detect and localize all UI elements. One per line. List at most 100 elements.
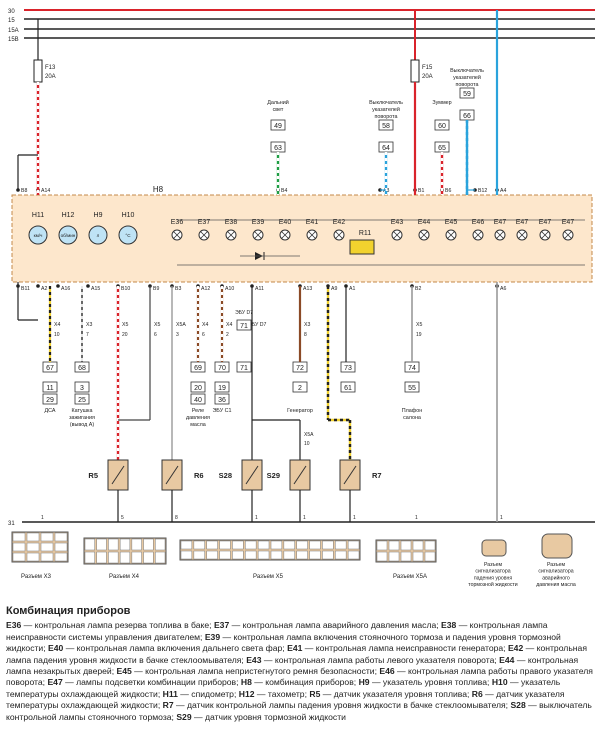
top-pin-B1: B1 [418, 188, 424, 194]
connector-x3-pin [40, 532, 54, 542]
bottom-pin-B10: B10 [121, 286, 130, 292]
sensor-label-R5: R5 [88, 471, 98, 480]
top-connector-label-1: Выключатель [369, 100, 403, 106]
lamp-id-E37: E37 [198, 219, 211, 226]
bottom-label-0: ДСА [44, 408, 55, 414]
connector-x3-pin [40, 542, 54, 552]
caption-key: H12 [238, 688, 255, 699]
caption-value: — тахометр; [254, 688, 310, 699]
lamp-cross [335, 231, 343, 239]
bottom-label-10: Плафон [402, 408, 422, 414]
bottom-box-text: 71 [240, 323, 248, 330]
bottom-pin-A1: A1 [349, 286, 355, 292]
lamp-cross [474, 231, 482, 239]
gauge-face-H11: км/ч [34, 233, 43, 238]
bottom-conn-pin-2: 20 [122, 332, 128, 338]
connector-x5-pin [219, 550, 231, 560]
caption-key: E39 [204, 631, 221, 642]
connector-x4-pin [108, 551, 119, 564]
caption-key: S28 [510, 700, 526, 711]
connector-x5-pin [335, 540, 347, 550]
lamp-id-E40: E40 [279, 219, 292, 226]
bottom-pin-A15: A15 [91, 286, 100, 292]
caption-value: — контрольная лампа неисправности систем… [6, 620, 548, 642]
top-connector-label-1: указателей [372, 106, 400, 113]
bottom-box [42, 381, 58, 393]
caption-value: — контрольная лампа падения уровня жидко… [6, 643, 587, 665]
sensor-connector-label-1: давления масла [536, 582, 576, 588]
bottom-pin-B11: B11 [21, 286, 30, 292]
lamp-cross [200, 231, 208, 239]
top-pin-A4: A4 [500, 188, 506, 194]
bottom-conn-5: X4 [202, 322, 208, 328]
caption-body: E36 — контрольная лампа резерва топлива … [6, 620, 594, 723]
connector-x5-pin [257, 540, 270, 550]
bottom-pin-A10: A10 [225, 286, 234, 292]
bottom-box-text: 67 [46, 365, 54, 372]
connector-x4-pin [119, 538, 131, 551]
top-connector-box-text: 66 [463, 113, 471, 120]
connector-label-3: Разъем X5A [393, 574, 427, 580]
ground-pin-7: 1 [500, 515, 503, 521]
top-pin-B8: B8 [21, 188, 27, 194]
sensor-arrow [293, 465, 307, 485]
r11-module [349, 239, 375, 255]
caption-key: H11 [162, 688, 178, 699]
gauge-H10 [118, 225, 138, 245]
fuse-f15-id: F15 [422, 65, 433, 71]
lamp-id-E43: E43 [391, 219, 404, 226]
gauge-face-H9: л [97, 233, 100, 238]
bottom-conn-6: X4 [226, 322, 232, 328]
lamp-id-E47: E47 [562, 219, 575, 226]
connector-x3-pin [54, 532, 68, 542]
gauge-id-H12: H12 [62, 212, 75, 219]
caption-key: H9 [358, 677, 370, 688]
gauge-id-H9: H9 [94, 212, 103, 219]
caption-key: H10 [491, 677, 508, 688]
bottom-pin-A16: A16 [61, 286, 70, 292]
connector-x5-pin [180, 540, 193, 550]
connector-x3-pin [12, 542, 26, 552]
connector-brake-fluid [481, 539, 507, 557]
pin-dot [56, 284, 60, 288]
caption-value: — указатель уровня топлива; [369, 677, 492, 688]
connector-x5-pin [180, 550, 193, 560]
caption-key: R6 [471, 688, 483, 699]
top-connector-box [270, 119, 286, 131]
connector-x5a-pin [412, 540, 424, 551]
top-connector-box [459, 87, 475, 99]
bottom-box-text: 73 [344, 365, 352, 372]
fuse-f13 [33, 59, 43, 83]
bottom-box-text: 55 [408, 385, 416, 392]
caption-key: E37 [213, 620, 230, 631]
lamp-cross [496, 231, 504, 239]
connector-x5-pin [245, 540, 257, 550]
caption-key: E46 [379, 666, 395, 677]
caption-key: S29 [176, 711, 192, 722]
caption-value: — указатель температуры охлаждающей жидк… [6, 677, 561, 699]
bottom-conn-4: X5A [176, 322, 186, 328]
bottom-box [190, 393, 206, 405]
bottom-conn-pin-0: 10 [54, 332, 60, 338]
connector-x5a-pin [388, 551, 400, 562]
connector-x4-pin [108, 538, 119, 551]
caption-value: — спидометр; [177, 688, 239, 699]
caption-key: E43 [246, 654, 262, 665]
lamp-id-E47: E47 [494, 219, 507, 226]
bottom-pin-A11: A11 [255, 286, 264, 292]
bottom-pin-A12: A12 [201, 286, 210, 292]
top-connector-box-text: 58 [382, 123, 390, 130]
lamp-id-E46: E46 [472, 219, 485, 226]
lamp-id-E45: E45 [445, 219, 458, 226]
ground-pin-1: 5 [121, 515, 124, 521]
connector-x5-pin [322, 540, 334, 550]
connector-x5-pin [270, 550, 283, 560]
bottom-box [404, 381, 420, 393]
connector-x5-pin [347, 550, 360, 560]
connector-x4-pin [131, 551, 142, 564]
bottom-box [340, 381, 356, 393]
bottom-box [236, 319, 252, 331]
connector-x4-pin [155, 551, 166, 564]
lamp-id-E47: E47 [539, 219, 552, 226]
connector-x4-pin [119, 551, 131, 564]
